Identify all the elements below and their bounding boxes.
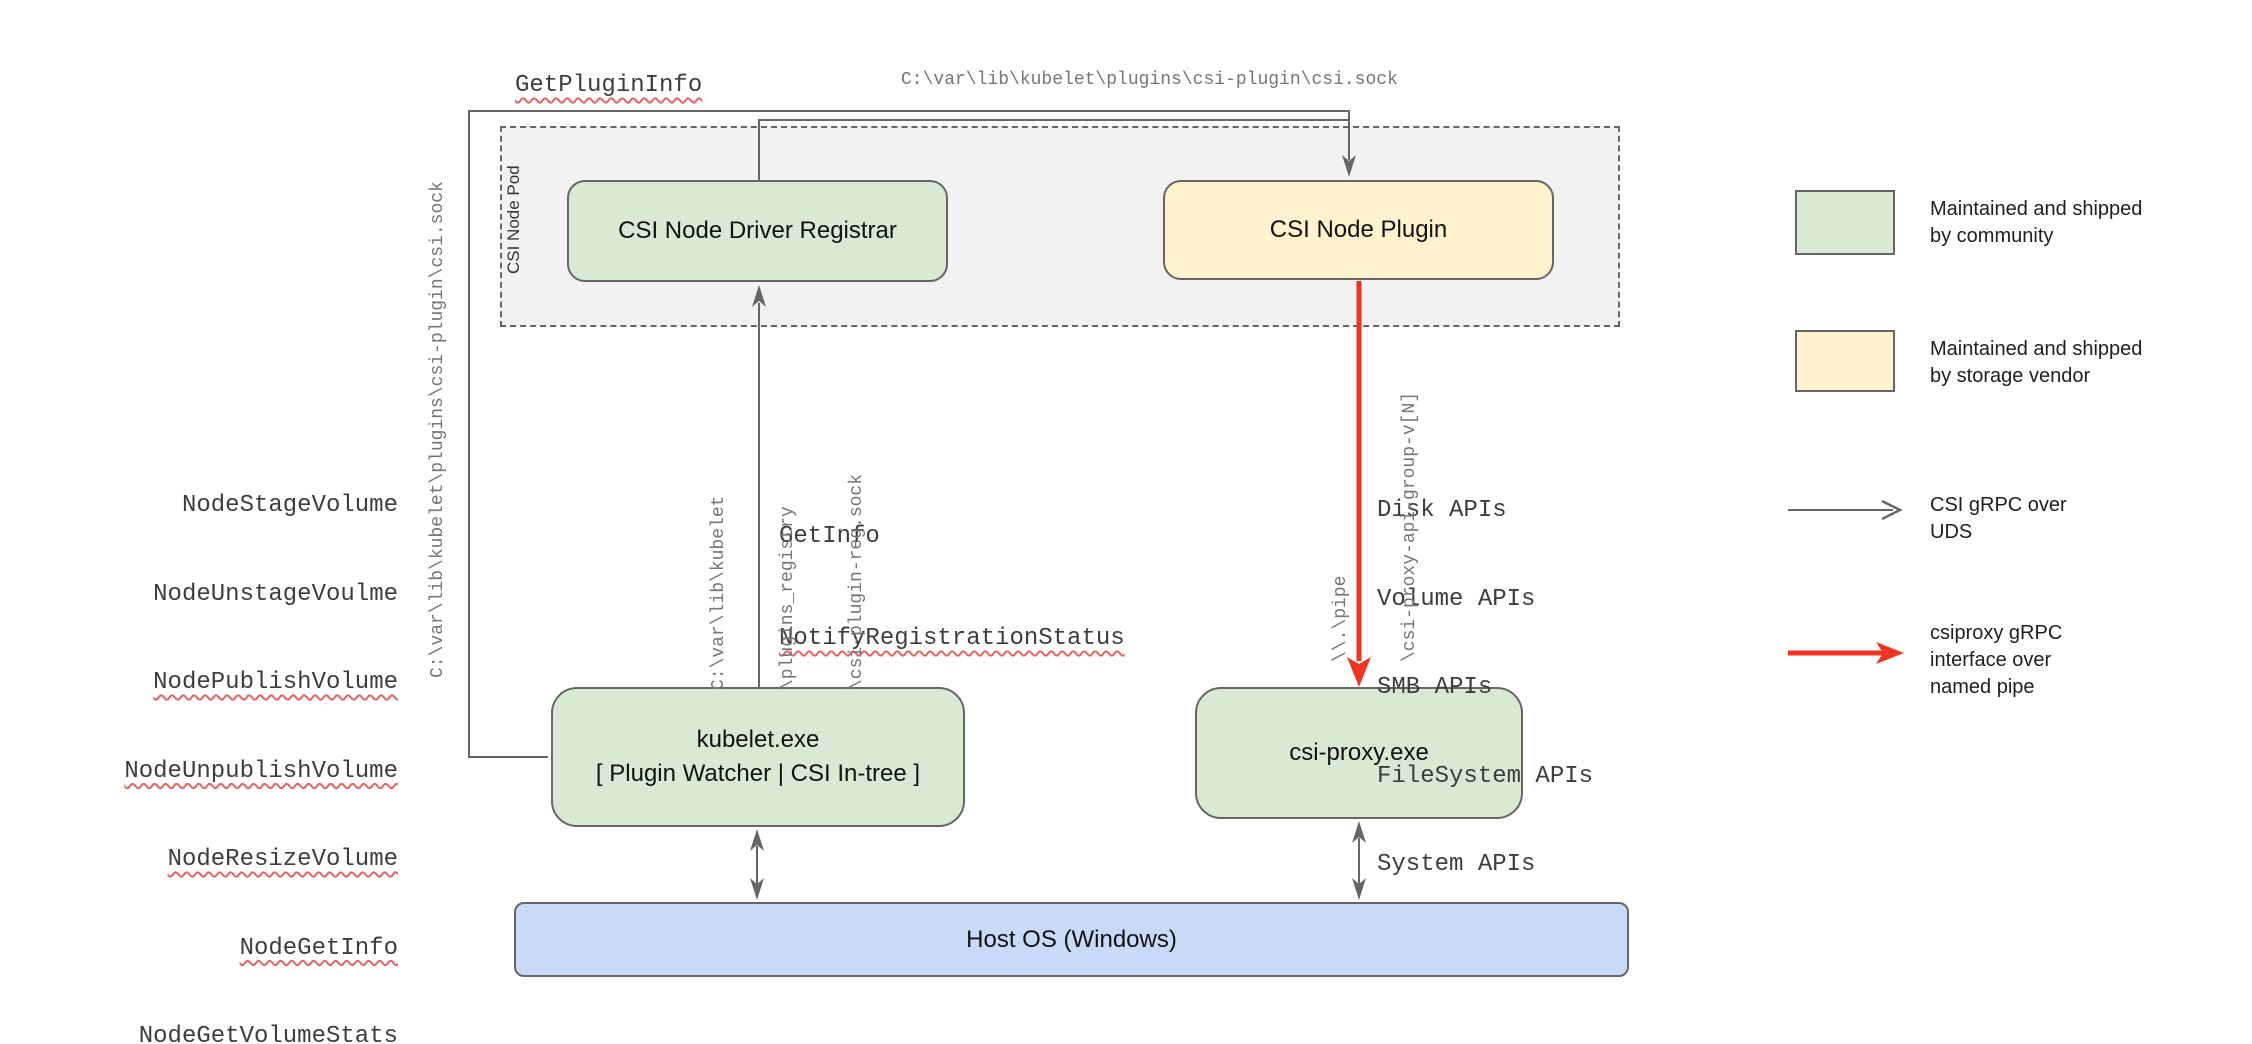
registrar-label: CSI Node Driver Registrar	[618, 217, 897, 244]
legend-community-swatch	[1795, 190, 1895, 255]
csiproxy-hostos-double-arrow	[1352, 821, 1366, 900]
rpc-call: NodePublishVolume	[153, 669, 398, 696]
legend-vendor-text: Maintained and shipped by storage vendor	[1930, 336, 2142, 390]
legend-pipe-arrow	[1788, 642, 1904, 664]
legend-line: UDS	[1930, 521, 1973, 543]
get-plugin-info-label: GetPluginInfo	[515, 72, 703, 99]
arrow-down-icon	[1352, 878, 1366, 900]
api-call: System APIs	[1377, 851, 1536, 878]
path-line: \csi-plugin-reg.sock	[847, 473, 867, 690]
api-call: SMB APIs	[1377, 674, 1493, 701]
arrow-up-icon	[750, 829, 764, 851]
host-os-label: Host OS (Windows)	[966, 925, 1177, 953]
csi-node-plugin-box: CSI Node Plugin	[1163, 180, 1554, 280]
arrow-right-icon	[1881, 499, 1903, 521]
path-line: \plugins_registry	[778, 506, 798, 690]
csi-sock-path-label: C:\var\lib\kubelet\plugins\csi-plugin\cs…	[901, 70, 1398, 90]
api-call: Volume APIs	[1377, 585, 1536, 613]
rpc-call: NodeUnpublishVolume	[124, 757, 398, 785]
proxy-api-call-list: Disk APIs Volume APIs SMB APIs FileSyste…	[1377, 437, 1593, 939]
named-pipe-path-label: \\.\pipe \csi-proxy-api-group-v[N]	[1284, 390, 1468, 662]
rpc-call: NodeUnstageVoulme	[153, 580, 398, 608]
legend-line: by storage vendor	[1930, 365, 2091, 387]
kubelet-hostos-double-arrow	[750, 829, 764, 900]
rpc-call: NodeStageVolume	[181, 492, 398, 519]
rpc-call: NodeGetInfo	[239, 934, 398, 962]
csi-node-driver-registrar-box: CSI Node Driver Registrar	[567, 180, 948, 282]
api-call: Disk APIs	[1377, 497, 1507, 524]
legend-line: interface over	[1930, 649, 2052, 671]
host-os-box: Host OS (Windows)	[514, 902, 1629, 977]
arrow-down-icon	[750, 878, 764, 900]
kubelet-label-line1: kubelet.exe	[696, 726, 820, 753]
path-line: C:\var\lib\kubelet	[709, 495, 729, 690]
path-line: \csi-proxy-api-group-v[N]	[1400, 391, 1420, 662]
csi-sock-path-vertical-label: C:\var\lib\kubelet\plugins\csi-plugin\cs…	[428, 181, 448, 678]
api-call: FileSystem APIs	[1377, 762, 1594, 790]
legend-line: named pipe	[1930, 676, 2035, 698]
arrow-up-icon	[1352, 821, 1366, 843]
rpc-call: NodeResizeVolume	[167, 846, 398, 873]
legend-pipe-text: csiproxy gRPC interface over named pipe	[1930, 620, 2062, 701]
registration-sock-path-label: C:\var\lib\kubelet \plugins_registry \cs…	[662, 456, 915, 690]
plugin-label: CSI Node Plugin	[1269, 216, 1448, 243]
legend-line: by community	[1930, 225, 2054, 247]
legend-uds-arrow	[1788, 499, 1903, 521]
rpc-call: NodeGetVolumeStats	[138, 1023, 398, 1044]
legend-uds-text: CSI gRPC over UDS	[1930, 492, 2067, 546]
legend-community-text: Maintained and shipped by community	[1930, 196, 2142, 250]
path-line: \\.\pipe	[1331, 575, 1351, 662]
legend-line: Maintained and shipped	[1930, 338, 2143, 360]
red-arrow-right-icon	[1876, 642, 1904, 664]
node-rpc-call-list: NodeStageVolume NodeUnstageVoulme NodePu…	[90, 432, 398, 1044]
legend-line: csiproxy gRPC	[1930, 622, 2063, 644]
legend-vendor-swatch	[1795, 330, 1895, 392]
csi-node-pod-label: CSI Node Pod	[504, 165, 523, 274]
legend-line: Maintained and shipped	[1930, 198, 2143, 220]
legend-line: CSI gRPC over	[1930, 494, 2067, 516]
kubelet-label-line2: [ Plugin Watcher | CSI In-tree ]	[595, 760, 921, 787]
